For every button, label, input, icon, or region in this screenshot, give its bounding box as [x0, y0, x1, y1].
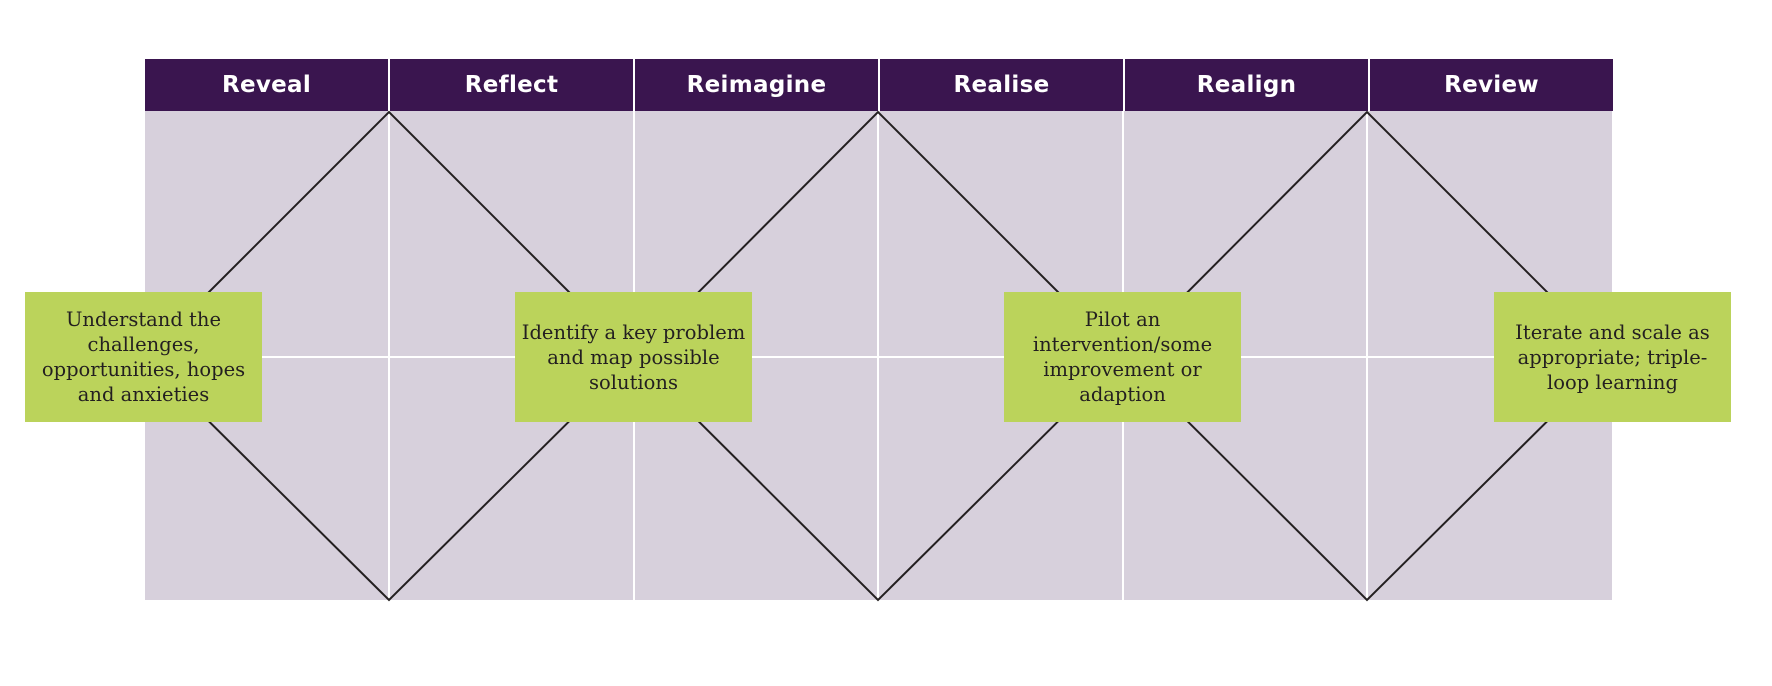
stage-box-identify: Identify a key problem and map possible …: [515, 292, 752, 422]
phase-header-reveal: Reveal: [145, 59, 388, 111]
stage-box-text: Identify a key problem and map possible …: [521, 320, 746, 394]
stage-box-iterate: Iterate and scale as appropriate; triple…: [1494, 292, 1731, 422]
stage-box-text: Iterate and scale as appropriate; triple…: [1515, 320, 1710, 394]
phase-header-reimagine: Reimagine: [635, 59, 878, 111]
phase-header-realign: Realign: [1125, 59, 1368, 111]
stage-box-text: Understand the challenges, opportunities…: [41, 308, 246, 406]
stage-box-pilot: Pilot an intervention/some improvement o…: [1004, 292, 1241, 422]
stage-box-text: Pilot an intervention/some improvement o…: [1032, 308, 1213, 406]
stage-box-understand: Understand the challenges, opportunities…: [25, 292, 262, 422]
phase-header-realise: Realise: [880, 59, 1123, 111]
phase-header-row: Reveal Reflect Reimagine Realise Realign…: [145, 59, 1613, 111]
phase-header-review: Review: [1370, 59, 1613, 111]
phase-header-reflect: Reflect: [390, 59, 633, 111]
